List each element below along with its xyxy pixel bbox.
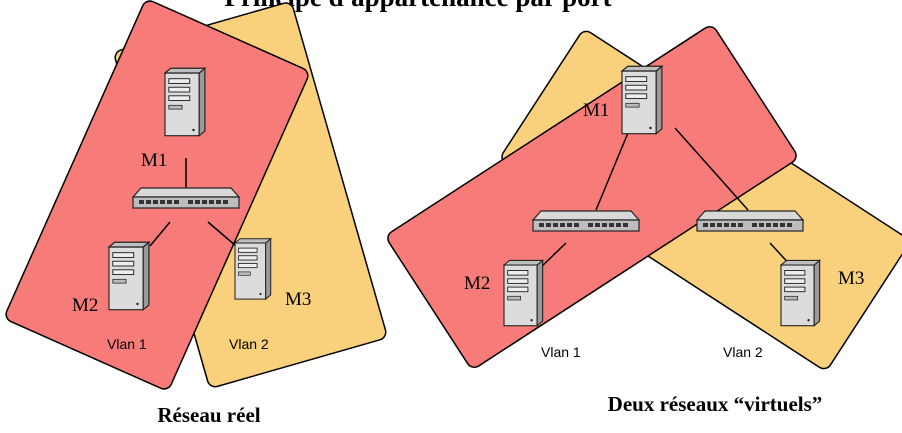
left-m1-server-icon [164,67,206,137]
left-m1-label: M1 [141,150,167,171]
left-caption: Réseau réel [157,403,260,427]
right-m3-label: M3 [838,268,864,289]
right-switch2-icon [696,210,804,232]
right-caption: Deux réseaux “virtuels” [608,392,823,416]
left-m2-label: M2 [72,295,98,316]
right-m2-server-icon [503,259,544,327]
left-m2-server-icon [108,241,150,311]
right-vlan2-label: Vlan 2 [723,344,763,360]
right-m1-server-icon [621,65,663,135]
left-switch-icon [132,187,240,209]
right-virtual-networks: M1 M2 M3 Vlan 1 Vlan 2 [387,26,902,370]
right-link-m1-switch2 [674,127,749,211]
right-m1-label: M1 [583,100,609,121]
right-vlan1-zone [387,26,797,368]
left-real-network: M1 M2 M3 Vlan 1 Vlan 2 [5,0,387,390]
right-vlan1-label: Vlan 1 [541,344,581,360]
left-link-switch-m2 [149,221,171,247]
right-m3-server-icon [780,259,821,327]
left-m3-server-icon [234,238,272,300]
right-m2-label: M2 [464,273,490,294]
left-vlan1-label: Vlan 1 [107,336,147,352]
right-link-switch1-m2 [539,242,567,269]
right-switch1-icon [532,210,640,232]
left-link-switch-m3 [207,221,237,247]
diagram-title: Principe d'appartenance par port [224,0,611,12]
right-link-m1-switch1 [595,127,631,211]
left-vlan2-label: Vlan 2 [229,336,269,352]
left-m3-label: M3 [285,289,311,310]
